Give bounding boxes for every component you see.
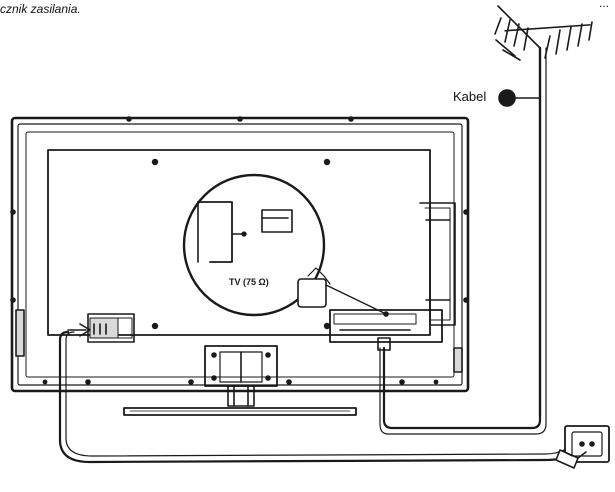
power-plug-icon xyxy=(555,449,587,469)
caption-text: cznik zasilania. xyxy=(0,2,81,16)
tv-power-socket xyxy=(87,313,135,343)
corner-text: ... xyxy=(598,0,609,10)
side-port-panel xyxy=(329,202,456,343)
antenna-icon xyxy=(494,5,593,417)
tv-back-panel xyxy=(10,116,470,393)
wall-outlet-icon xyxy=(564,425,610,463)
zoom-circle xyxy=(182,173,326,317)
tv-port-label: TV (75 Ω) xyxy=(229,277,269,287)
cable-label: Kabel xyxy=(453,89,487,104)
cable-connector-dot xyxy=(498,89,516,107)
tv-stand xyxy=(123,345,357,416)
